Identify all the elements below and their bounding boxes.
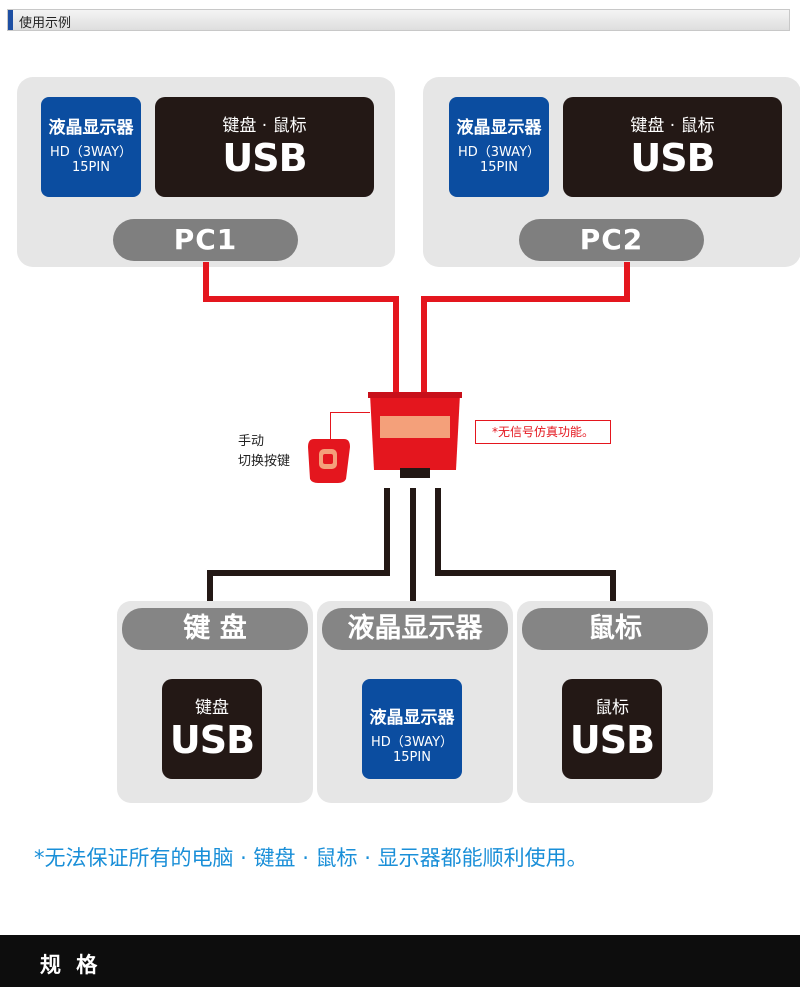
manual-button-cable-h bbox=[330, 412, 370, 413]
pc2-monitor-type: HD（3WAY） bbox=[457, 145, 541, 160]
pc2-usb-text: USB bbox=[630, 136, 715, 180]
keyboard-cable-vertical bbox=[207, 570, 213, 610]
pc2-monitor-pins: 15PIN bbox=[480, 160, 518, 175]
keyboard-title-pill: 键 盘 bbox=[122, 608, 308, 650]
manual-button-cable-v bbox=[330, 412, 331, 440]
pc1-monitor-port: 液晶显示器 HD（3WAY） 15PIN bbox=[41, 97, 141, 197]
keyboard-label: 键盘 bbox=[195, 698, 229, 718]
compatibility-disclaimer: *无法保证所有的电脑 · 键盘 · 鼠标 · 显示器都能顺利使用。 bbox=[34, 846, 588, 870]
mouse-label: 鼠标 bbox=[595, 698, 629, 718]
pc2-cable-drop bbox=[421, 296, 427, 396]
pc2-kbm-label: 键盘 · 鼠标 bbox=[630, 116, 715, 136]
pc1-cable-horizontal bbox=[203, 296, 399, 302]
pc2-usb-port: 键盘 · 鼠标 USB bbox=[563, 97, 782, 197]
section-title: 使用示例 bbox=[19, 16, 72, 31]
pc2-name-pill: PC2 bbox=[519, 219, 704, 261]
mouse-title-pill: 鼠标 bbox=[522, 608, 708, 650]
header-accent-bar bbox=[8, 10, 13, 30]
mouse-cable-horizontal bbox=[435, 570, 616, 576]
monitor-label: 液晶显示器 bbox=[369, 708, 455, 728]
mouse-usb-port: 鼠标 USB bbox=[562, 679, 662, 779]
pc2-monitor-label: 液晶显示器 bbox=[456, 118, 542, 138]
pc1-monitor-pins: 15PIN bbox=[72, 160, 110, 175]
manual-switch-button-icon bbox=[308, 439, 350, 483]
pc1-name-pill: PC1 bbox=[113, 219, 298, 261]
pc1-kbm-label: 键盘 · 鼠标 bbox=[222, 116, 307, 136]
mouse-cable-drop bbox=[435, 488, 441, 576]
keyboard-cable-drop bbox=[384, 488, 390, 576]
keyboard-cable-horizontal bbox=[207, 570, 390, 576]
monitor-pins: 15PIN bbox=[393, 750, 431, 765]
manual-button-label-2: 切换按键 bbox=[238, 454, 291, 469]
monitor-cable bbox=[410, 488, 416, 610]
section-header: 使用示例 bbox=[7, 9, 790, 31]
pc1-monitor-label: 液晶显示器 bbox=[48, 118, 134, 138]
spec-section-bar: 规 格 bbox=[0, 935, 800, 987]
keyboard-usb-text: USB bbox=[169, 718, 255, 762]
no-signal-note: *无信号仿真功能。 bbox=[475, 420, 611, 444]
kvm-switch-icon bbox=[368, 392, 462, 478]
keyboard-usb-port: 键盘 USB bbox=[162, 679, 262, 779]
spec-section-title: 规 格 bbox=[40, 953, 102, 977]
pc2-monitor-port: 液晶显示器 HD（3WAY） 15PIN bbox=[449, 97, 549, 197]
manual-button-label-1: 手动 bbox=[238, 434, 265, 449]
mouse-usb-text: USB bbox=[569, 718, 655, 762]
pc1-usb-text: USB bbox=[222, 136, 307, 180]
mouse-cable-vertical bbox=[610, 570, 616, 610]
monitor-type: HD（3WAY） bbox=[370, 735, 454, 750]
pc1-cable-vertical bbox=[203, 262, 209, 300]
pc1-usb-port: 键盘 · 鼠标 USB bbox=[155, 97, 374, 197]
monitor-vga-port: 液晶显示器 HD（3WAY） 15PIN bbox=[362, 679, 462, 779]
pc1-monitor-type: HD（3WAY） bbox=[49, 145, 133, 160]
pc1-cable-drop bbox=[393, 296, 399, 396]
monitor-title-pill: 液晶显示器 bbox=[322, 608, 508, 650]
pc2-cable-vertical bbox=[624, 262, 630, 300]
pc2-cable-horizontal bbox=[421, 296, 630, 302]
